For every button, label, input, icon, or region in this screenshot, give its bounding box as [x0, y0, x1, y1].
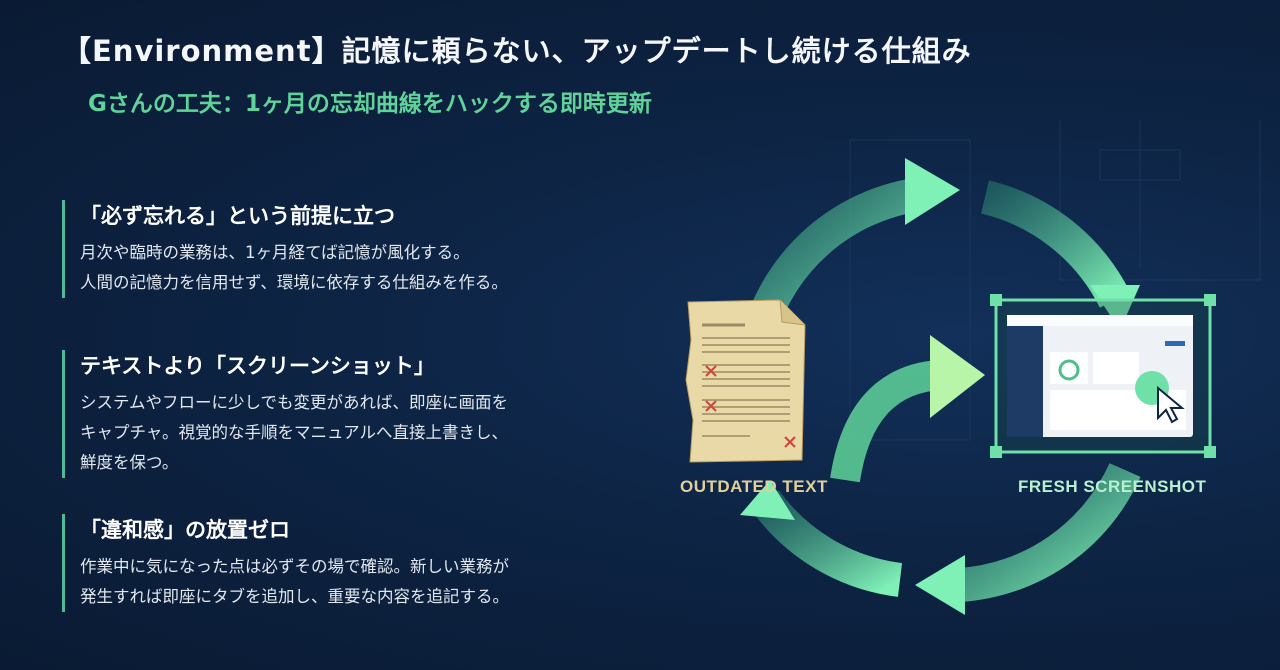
section-heading: テキストより「スクリーンショット」 [80, 354, 435, 378]
central-update-arrow [830, 360, 942, 483]
arrowheads [740, 158, 1140, 615]
section-screenshot: テキストより「スクリーンショット」 システムやフローに少しでも変更があれば、即座… [62, 350, 508, 478]
section-line: 人間の記憶力を信用せず、環境に依存する仕組みを作る。 [80, 273, 508, 292]
arrowhead-icon [740, 480, 795, 520]
fresh-screenshot-label: FRESH SCREENSHOT [1018, 477, 1207, 496]
section-line: システムやフローに少しでも変更があれば、即座に画面を [80, 393, 509, 412]
section-line: 鮮度を保つ。 [80, 453, 179, 472]
section-forget-premise: 「必ず忘れる」という前提に立つ 月次や臨時の業務は、1ヶ月経てば記憶が風化する。… [62, 200, 508, 298]
update-cycle-diagram [685, 120, 1261, 615]
section-line: 月次や臨時の業務は、1ヶ月経てば記憶が風化する。 [80, 243, 470, 262]
arrowhead-icon [915, 555, 965, 615]
cycle-arrow-top-right [980, 180, 1131, 308]
cursor-icon [1157, 385, 1185, 424]
section-line: 発生すれば即座にタブを追加し、重要な内容を追記する。 [80, 587, 509, 606]
blueprint-background [849, 120, 1261, 441]
section-line: 作業中に気になった点は必ずその場で確認。新しい業務が [80, 557, 509, 576]
section-line: キャプチャ。視覚的な手順をマニュアルへ直接上書きし、 [80, 423, 509, 442]
section-heading: 「必ず忘れる」という前提に立つ [80, 204, 395, 228]
outdated-paper-icon [685, 299, 806, 463]
arrowhead-icon [905, 158, 960, 225]
section-no-discomfort: 「違和感」の放置ゼロ 作業中に気になった点は必ずその場で確認。新しい業務が 発生… [62, 514, 509, 612]
outdated-text-label: OUTDATED TEXT [680, 477, 828, 496]
cycle-arrow-bottom-right [958, 462, 1141, 602]
fresh-screenshot-frame [990, 294, 1216, 458]
arrowhead-icon [1090, 285, 1140, 330]
slide-title: 【Environment】記憶に頼らない、アップデートし続ける仕組み [62, 34, 972, 68]
slide-subtitle: Gさんの工夫：1ヶ月の忘却曲線をハックする即時更新 [88, 91, 652, 117]
section-heading: 「違和感」の放置ゼロ [80, 518, 290, 542]
arrowhead-icon [930, 335, 985, 418]
